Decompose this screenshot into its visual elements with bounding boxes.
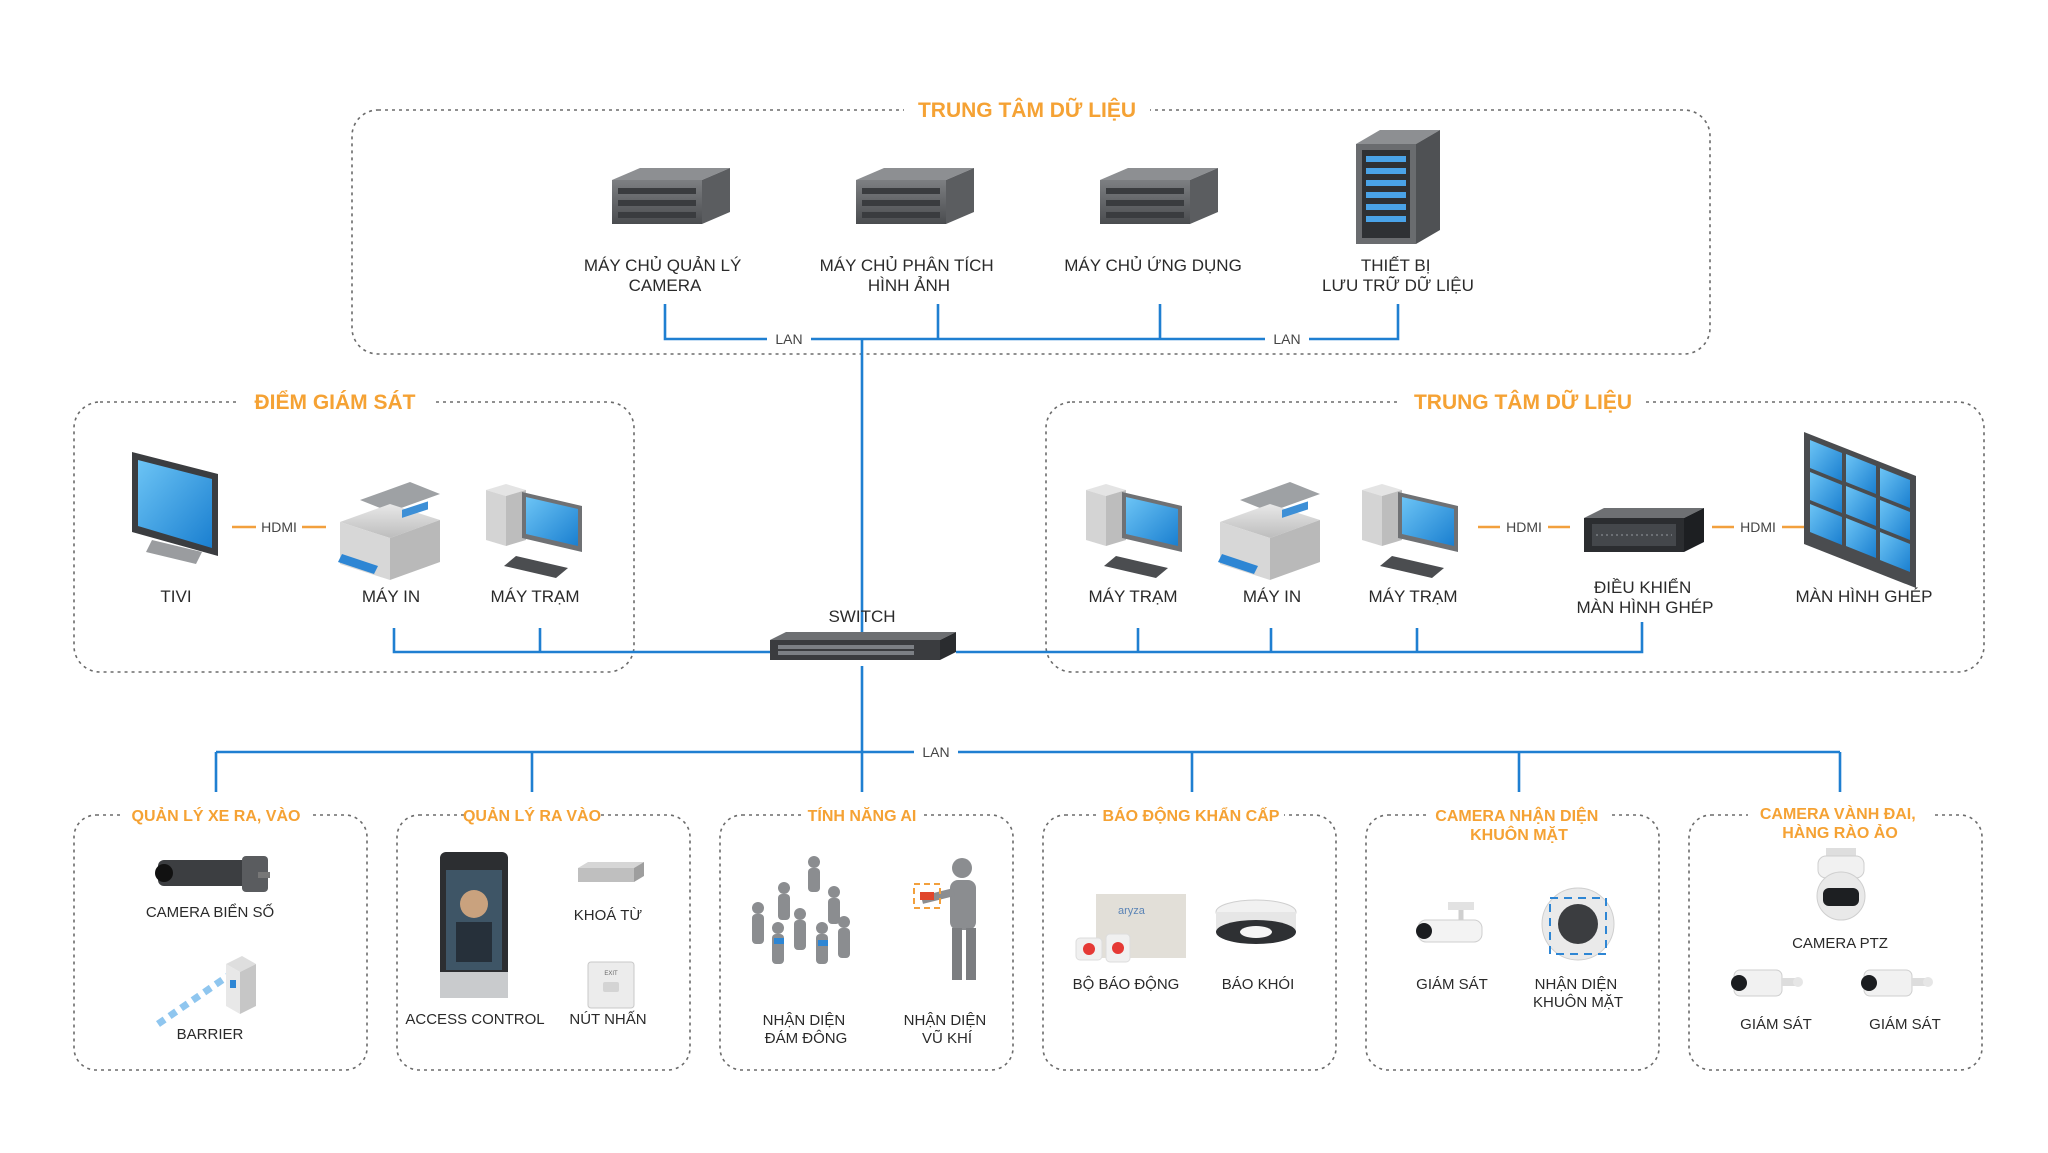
lan-wiring [214, 304, 1842, 792]
label-tv: TIVI [160, 587, 191, 606]
smoke-detector-icon [1215, 899, 1297, 944]
access-control-terminal-icon [440, 852, 508, 998]
label-crowd-detection: NHẬN DIỆN ĐÁM ĐÔNG [763, 1012, 850, 1047]
printer-icon [338, 482, 440, 580]
workstation-icon [1362, 484, 1458, 578]
label-application-server: MÁY CHỦ ỨNG DỤNG [1064, 256, 1242, 275]
zone-access [396, 814, 691, 1071]
surveillance-camera-icon [1416, 902, 1483, 943]
label-lpr-camera: CAMERA BIỂN SỐ [146, 903, 274, 921]
switch-label: SWITCH [828, 607, 895, 626]
barrier-icon [156, 956, 256, 1027]
wire-label-lan: LAN [1273, 331, 1300, 347]
label-magnetic-lock: KHOÁ TỪ [574, 907, 643, 924]
label-smoke-detector: BÁO KHÓI [1222, 976, 1295, 993]
group-title-vehicle: QUẢN LÝ XE RA, VÀO [132, 806, 301, 825]
label-surveillance: GIÁM SÁT [1740, 1016, 1812, 1033]
zone-face [1365, 814, 1660, 1071]
face-recognition-camera-icon [1541, 887, 1615, 961]
zone-data-center-top [351, 109, 1711, 355]
group-title-perimeter: CAMERA VÀNH ĐAI, HÀNG RÀO ẢO [1760, 804, 1920, 842]
printer-icon [1218, 482, 1320, 580]
exit-button-icon: EXIT [587, 961, 635, 1009]
label-weapon-detection: NHẬN DIỆN VŨ KHÍ [904, 1012, 991, 1047]
label-printer: MÁY IN [1243, 587, 1301, 606]
label-video-wall-controller: ĐIỀU KHIỂN MÀN HÌNH GHÉP [1577, 578, 1714, 617]
brand-label: aryza [1118, 905, 1146, 917]
workstation-icon [1086, 484, 1182, 578]
label-storage-device: THIẾT BỊ LƯU TRỮ DỮ LIỆU [1322, 256, 1474, 295]
video-wall-icon [1804, 432, 1916, 588]
storage-rack-icon [1356, 130, 1440, 244]
workstation-icon [486, 484, 582, 578]
server-icon [612, 168, 730, 224]
label-workstation: MÁY TRẠM [490, 587, 579, 606]
alarm-kit-icon: aryza [1075, 894, 1186, 963]
group-title-face-recognition: CAMERA NHẬN DIỆN KHUÔN MẶT [1435, 806, 1602, 844]
zone-vehicle [73, 814, 368, 1071]
wire-label-lan: LAN [775, 331, 802, 347]
wire-label-hdmi: HDMI [261, 519, 297, 535]
label-video-wall: MÀN HÌNH GHÉP [1796, 587, 1933, 606]
svg-text:EXIT: EXIT [604, 971, 618, 977]
zone-title-monitoring-point: ĐIỂM GIÁM SÁT [255, 391, 416, 414]
label-access-control: ACCESS CONTROL [405, 1011, 544, 1028]
zone-ai [719, 814, 1014, 1071]
label-barrier: BARRIER [177, 1026, 244, 1043]
bullet-camera-icon [1861, 969, 1933, 997]
zone-title-data-center-right: TRUNG TÂM DỮ LIỆU [1414, 390, 1632, 414]
label-surveillance: GIÁM SÁT [1416, 976, 1488, 993]
label-printer: MÁY IN [362, 587, 420, 606]
label-ptz-camera: CAMERA PTZ [1792, 935, 1888, 952]
magnetic-lock-icon [578, 862, 644, 882]
wire-label-hdmi: HDMI [1506, 519, 1542, 535]
label-exit-button: NÚT NHẤN [569, 1011, 646, 1028]
label-image-analysis-server: MÁY CHỦ PHÂN TÍCH HÌNH ẢNH [820, 256, 999, 295]
label-workstation: MÁY TRẠM [1088, 587, 1177, 606]
label-camera-management-server: MÁY CHỦ QUẢN LÝ CAMERA [584, 256, 746, 295]
server-icon [856, 168, 974, 224]
rack-server-icon [1584, 508, 1704, 552]
lpr-camera-icon [155, 856, 270, 892]
wire-label-lan: LAN [922, 744, 949, 760]
group-title-ai: TÍNH NĂNG AI [808, 806, 917, 825]
zone-alarm [1042, 814, 1337, 1071]
label-alarm-kit: BỘ BÁO ĐỘNG [1073, 976, 1180, 993]
tv-icon [132, 452, 218, 564]
ptz-camera-icon [1816, 848, 1866, 921]
group-title-access: QUẢN LÝ RA VÀO [463, 806, 601, 825]
wire-label-hdmi: HDMI [1740, 519, 1776, 535]
label-surveillance: GIÁM SÁT [1869, 1016, 1941, 1033]
group-title-emergency-alarm: BÁO ĐỘNG KHẨN CẤP [1103, 806, 1280, 825]
server-icon [1100, 168, 1218, 224]
zone-perimeter [1688, 814, 1983, 1071]
zone-title-data-center-top: TRUNG TÂM DỮ LIỆU [918, 98, 1136, 122]
weapon-detection-icon [913, 858, 976, 980]
bullet-camera-icon [1731, 969, 1803, 997]
network-switch-icon [770, 632, 956, 660]
label-workstation: MÁY TRẠM [1368, 587, 1457, 606]
label-face-recognition: NHẬN DIỆN KHUÔN MẶT [1533, 976, 1623, 1011]
crowd-icon [752, 856, 850, 964]
